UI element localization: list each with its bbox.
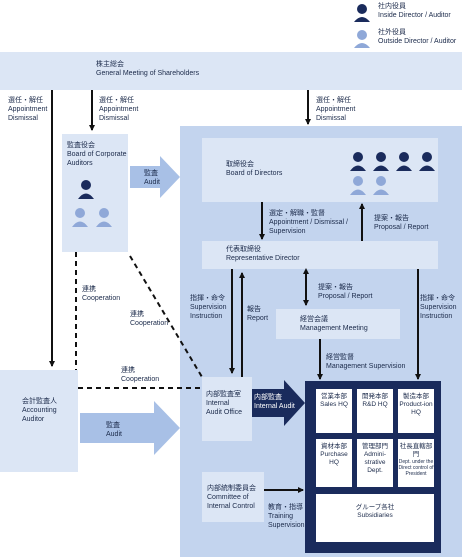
select-label: 選定・解職・監督 Appointment / Dismissal / Super… [269,210,348,235]
appoint-right-label: 選任・解任 Appointment Dismissal [316,97,356,122]
audit-board-box [62,134,128,252]
shareholders-label: 株主総会 General Meeting of Shareholders [96,61,200,77]
proposal-top-label: 提案・報告 Proposal / Report [374,215,429,231]
internal-audit-label: 内部監査 Internal Audit [254,394,295,410]
audit-board-label: 監査役会 Board of Corporate Auditors [67,142,127,167]
rep-director-label: 代表取締役 Representative Director [226,246,300,262]
inside-person-icon [354,4,370,22]
accounting-auditor-label: 会計監査人 Accounting Auditor [22,398,57,423]
audit-board-inside-icon [78,180,94,199]
appoint-left-label: 選任・解任 Appointment Dismissal [8,97,48,122]
audit-arrow-bottom [80,401,180,455]
internal-audit-office-label: 内部監査室 Internal Audit Office [206,391,243,416]
coop2-label: 連携 Cooperation [130,311,169,327]
internal-audit-office-box [202,377,252,441]
internal-control-label: 内部統制委員会 Committee of Internal Control [207,485,256,510]
outside-person-icon [354,30,370,48]
mgmt-meeting-label: 経営会議 Management Meeting [300,316,368,332]
internal-audit-arrow [252,380,305,426]
training-label: 教育・指導 Training Supervision [268,504,305,529]
instruct-right-label: 指揮・命令 Supervision Instruction [420,295,457,320]
coop3-label: 連携 Cooperation [121,367,160,383]
board-label: 取締役会 Board of Directors [226,161,283,177]
audit-top-label: 監査 Audit [144,170,160,186]
accounting-auditor-box [0,370,78,472]
appoint-mid-label: 選任・解任 Appointment Dismissal [99,97,139,122]
audit-board-outside-icon [72,208,112,227]
audit-arrow-top [130,156,180,198]
instruct-left-label: 指揮・命令 Supervision Instruction [190,295,227,320]
legend-outside-label: 社外役員 Outside Director / Auditor [378,29,457,45]
shareholders-box [0,52,462,90]
proposal-mid-label: 提案・報告 Proposal / Report [318,284,373,300]
audit-bottom-label: 監査 Audit [106,422,122,438]
rep-director-box [202,241,438,269]
coop1-label: 連携 Cooperation [82,286,121,302]
board-inside-icon [350,152,435,171]
legend-inside-label: 社内役員 Inside Director / Auditor [378,3,451,19]
board-outside-icon [350,176,389,195]
report-label: 報告 Report [247,306,269,322]
mgmt-meeting-box [276,309,400,339]
internal-control-box [202,472,264,522]
mgmt-super-label: 経営監督 Management Supervision [326,354,406,370]
